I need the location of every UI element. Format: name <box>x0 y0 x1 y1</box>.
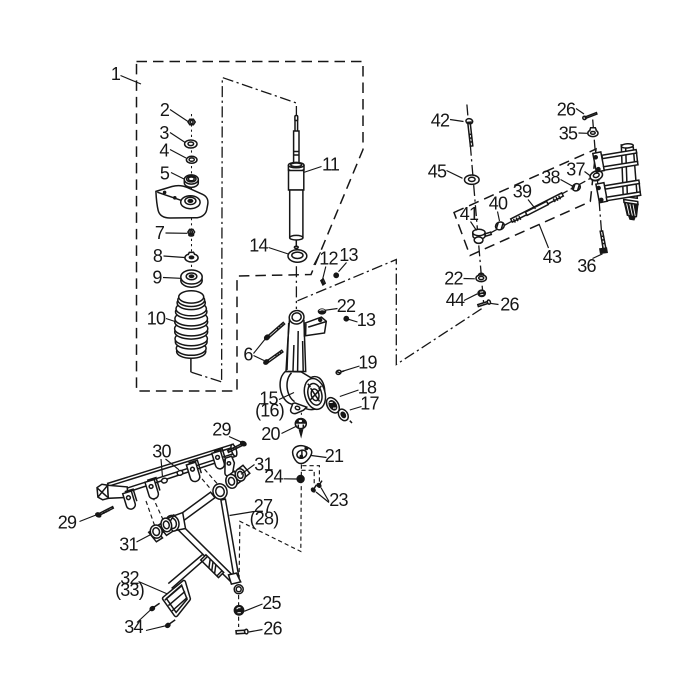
svg-text:26: 26 <box>500 295 519 315</box>
svg-text:19: 19 <box>358 353 377 373</box>
svg-text:2: 2 <box>160 100 170 120</box>
svg-text:22: 22 <box>337 296 356 316</box>
svg-text:13: 13 <box>339 245 358 265</box>
svg-text:29: 29 <box>58 513 77 533</box>
svg-text:15: 15 <box>259 389 278 409</box>
svg-text:45: 45 <box>428 162 447 182</box>
svg-text:22: 22 <box>444 269 463 289</box>
svg-text:35: 35 <box>559 124 578 144</box>
svg-text:38: 38 <box>541 168 560 188</box>
svg-text:14: 14 <box>249 236 268 256</box>
svg-text:21: 21 <box>325 446 344 466</box>
svg-text:40: 40 <box>489 194 508 214</box>
svg-text:42: 42 <box>431 111 450 131</box>
svg-text:32: 32 <box>120 568 139 588</box>
svg-text:23: 23 <box>329 490 348 510</box>
svg-text:10: 10 <box>147 309 166 329</box>
svg-text:4: 4 <box>159 141 169 161</box>
svg-text:12: 12 <box>319 249 338 269</box>
svg-text:30: 30 <box>152 442 171 462</box>
svg-text:(16): (16) <box>255 401 284 421</box>
svg-text:25: 25 <box>262 593 281 613</box>
svg-text:34: 34 <box>124 617 143 637</box>
svg-text:13: 13 <box>357 310 376 330</box>
svg-text:18: 18 <box>358 378 377 398</box>
svg-text:41: 41 <box>460 204 479 224</box>
svg-text:26: 26 <box>557 100 576 120</box>
svg-text:11: 11 <box>322 155 340 175</box>
svg-text:5: 5 <box>160 164 170 184</box>
svg-text:36: 36 <box>577 256 596 276</box>
svg-text:20: 20 <box>261 424 280 444</box>
svg-text:39: 39 <box>513 182 532 202</box>
svg-text:27: 27 <box>254 496 273 516</box>
svg-text:26: 26 <box>263 619 282 639</box>
svg-text:1: 1 <box>111 64 121 84</box>
svg-text:6: 6 <box>243 345 253 365</box>
svg-text:37: 37 <box>566 160 585 180</box>
svg-text:(33): (33) <box>115 580 144 600</box>
svg-text:7: 7 <box>155 223 165 243</box>
svg-text:44: 44 <box>446 290 465 310</box>
svg-text:3: 3 <box>159 123 169 143</box>
svg-text:8: 8 <box>153 246 163 266</box>
svg-text:17: 17 <box>360 394 379 414</box>
svg-text:43: 43 <box>543 247 562 267</box>
svg-text:9: 9 <box>152 268 162 288</box>
svg-text:29: 29 <box>212 420 231 440</box>
svg-text:24: 24 <box>264 467 283 487</box>
svg-text:31: 31 <box>119 535 138 555</box>
svg-text:31: 31 <box>254 455 273 475</box>
svg-text:(28): (28) <box>250 509 279 529</box>
